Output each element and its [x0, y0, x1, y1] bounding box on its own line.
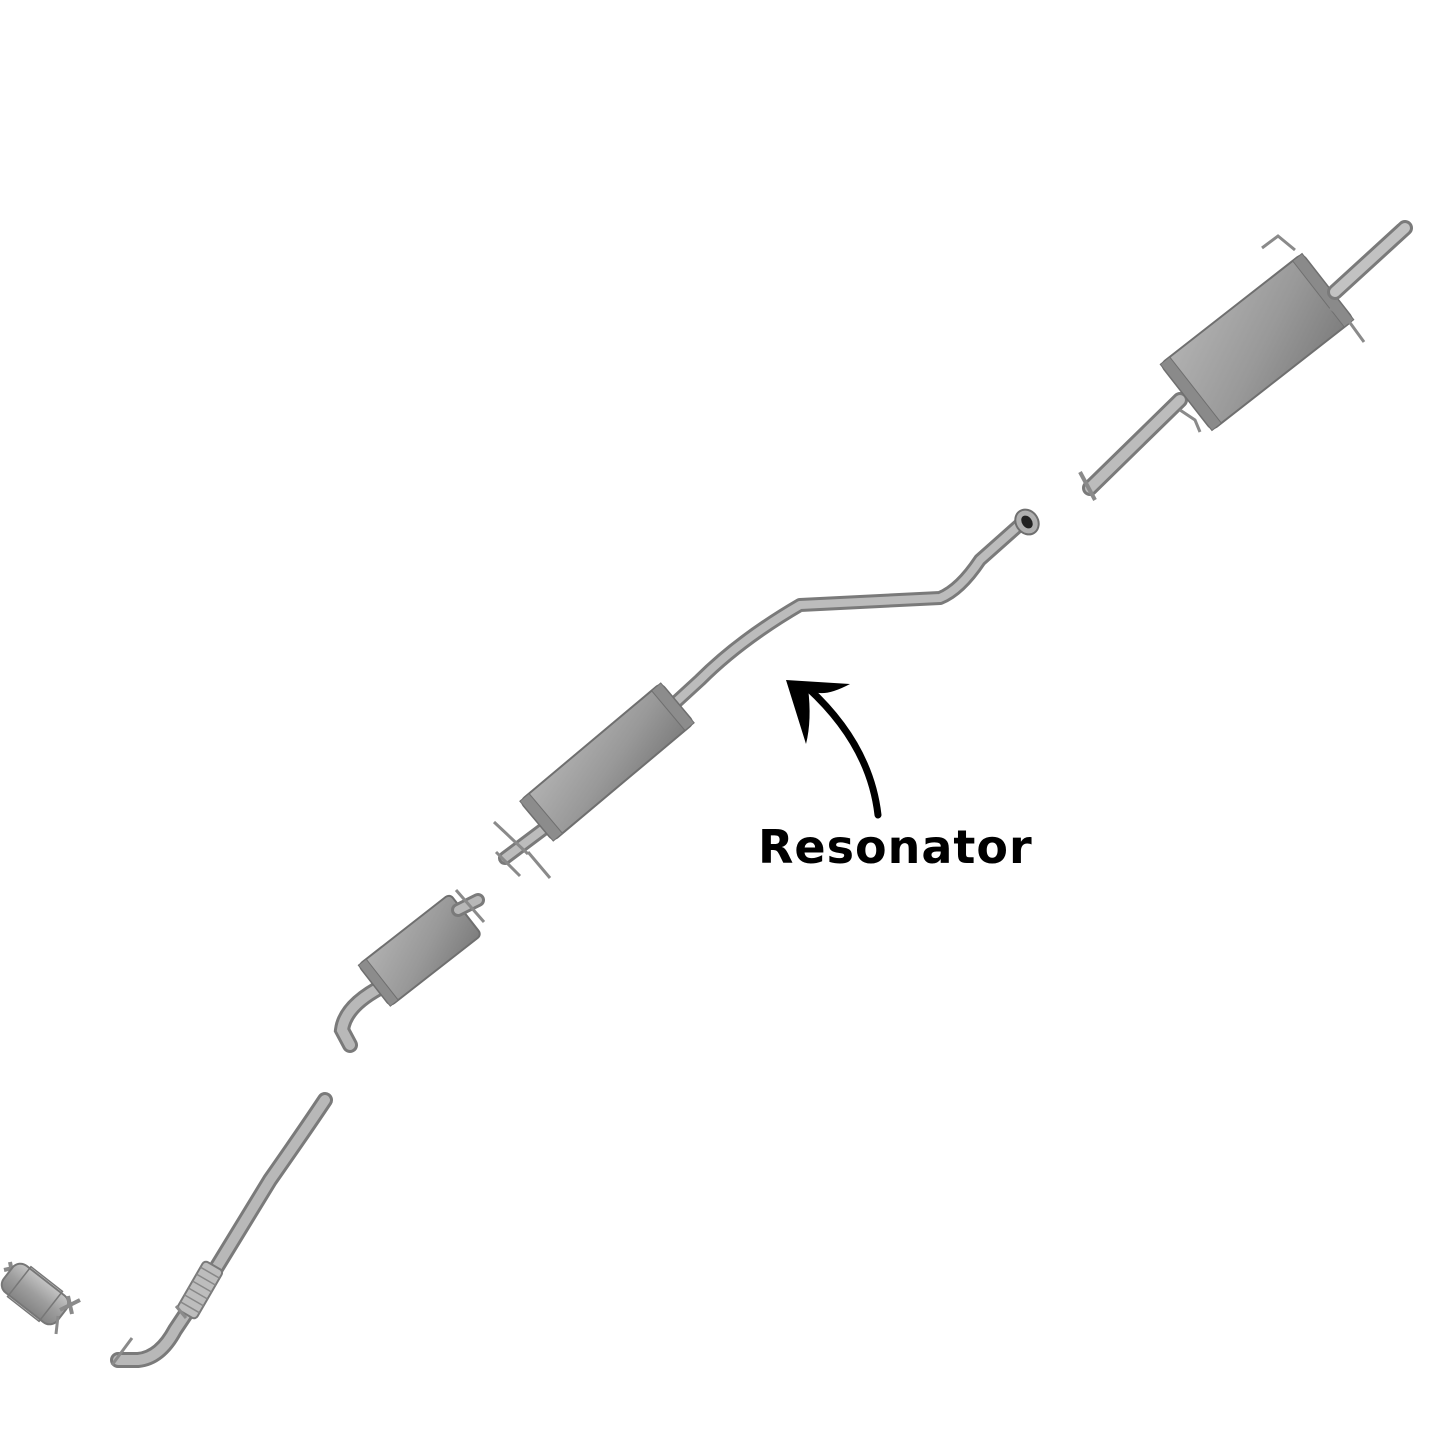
rear-muffler	[1078, 220, 1413, 501]
resonator-label: Resonator	[758, 820, 1033, 874]
intermediate-muffler	[333, 889, 486, 1053]
resonator-assembly	[492, 508, 1040, 879]
callout-arrow	[786, 680, 882, 819]
catalytic-converter	[0, 1261, 81, 1335]
front-pipe	[110, 1092, 333, 1368]
